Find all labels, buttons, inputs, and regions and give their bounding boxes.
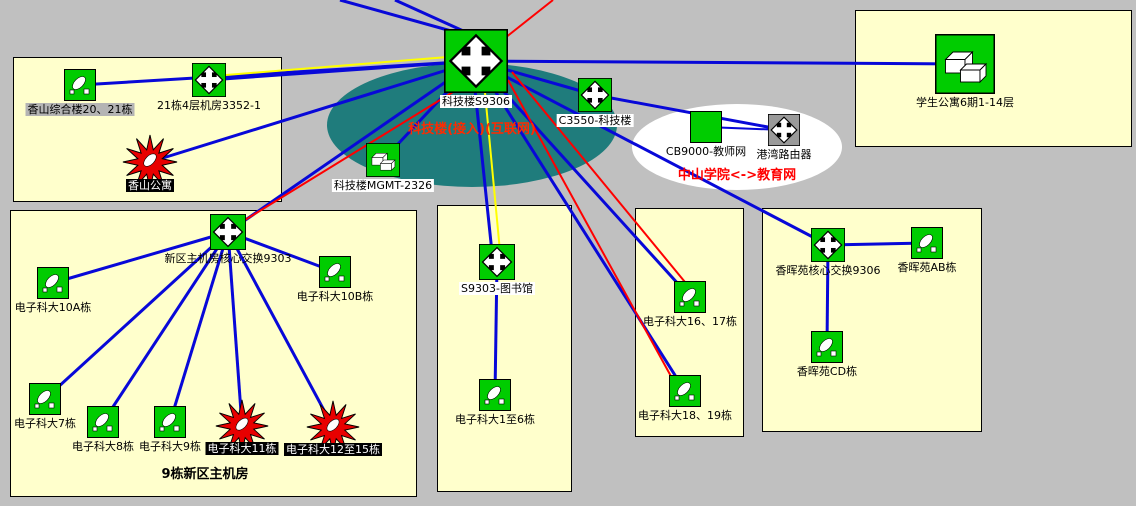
network-link-blue (475, 59, 966, 66)
network-link-blue (208, 59, 477, 82)
network-link-blue (394, 0, 471, 36)
xianghui-core-9306-label: 香晖苑核心交换9306 (775, 264, 881, 277)
uestc-9[interactable] (154, 406, 186, 438)
antenna-icon (87, 406, 119, 438)
tech-building-mgmt-2326[interactable] (366, 143, 400, 177)
c3550-tech-building[interactable] (578, 78, 612, 112)
antenna-icon (154, 406, 186, 438)
network-link-red (504, 0, 554, 39)
network-link-blue (227, 59, 477, 234)
harbour-router[interactable] (768, 114, 800, 146)
network-link-blue (226, 231, 244, 427)
student-apartment-6-1-14[interactable] (935, 34, 995, 94)
network-link-blue (475, 59, 829, 247)
network-link-red (511, 71, 695, 294)
network-link-red (507, 79, 679, 390)
uestc-8-label: 电子科大8栋 (72, 440, 134, 453)
network-link-blue (101, 231, 230, 423)
antenna-icon (669, 375, 701, 407)
bldg21-4f-room-3352-1[interactable] (192, 63, 226, 97)
xianghui-ab[interactable] (911, 227, 943, 259)
network-link-blue (149, 59, 477, 164)
uestc-10b-label: 电子科大10B栋 (296, 290, 374, 303)
router-icon (210, 214, 246, 250)
antenna-icon (29, 383, 61, 415)
network-link-blue (52, 230, 229, 285)
antenna-icon (64, 69, 96, 101)
internet-cloud-caption: 科技楼(接入)(互联网) (408, 122, 536, 137)
network-link-blue (474, 60, 687, 392)
cb9000-teacher-net-label: CB9000-教师网 (665, 145, 747, 158)
uestc-10a-label: 电子科大10A栋 (14, 301, 92, 314)
uestc-9-label: 电子科大9栋 (139, 440, 201, 453)
network-link-blue (43, 230, 230, 401)
uestc-1-6-label: 电子科大1至6栋 (455, 413, 535, 426)
uestc-7[interactable] (29, 383, 61, 415)
router-icon (479, 244, 515, 280)
tech-building-s9306[interactable] (444, 29, 508, 93)
uestc-7-label: 电子科大7栋 (14, 417, 76, 430)
network-link-blue (825, 244, 830, 348)
new-campus-core-9303-label: 新区主机房核心交换9303 (164, 252, 292, 265)
router-icon (768, 114, 800, 146)
bldg21-4f-room-3352-1-label: 21栋4层机房3352-1 (157, 99, 261, 112)
s9303-library[interactable] (479, 244, 515, 280)
antenna-icon (674, 281, 706, 313)
uestc-16-17[interactable] (674, 281, 706, 313)
uestc-8[interactable] (87, 406, 119, 438)
uestc-11-label: 电子科大11栋 (205, 442, 279, 455)
router-icon (444, 29, 508, 93)
server-icon (366, 143, 400, 177)
network-link-blue (168, 231, 230, 423)
s9303-library-label: S9303-图书馆 (459, 282, 535, 295)
router-icon (192, 63, 226, 97)
uestc-18-19[interactable] (669, 375, 701, 407)
machine-room-caption: 9栋新区主机房 (161, 467, 249, 482)
antenna-icon (911, 227, 943, 259)
xiangshan-complex-20-21[interactable] (64, 69, 96, 101)
uestc-16-17-label: 电子科大16、17栋 (643, 315, 737, 328)
tech-building-mgmt-2326-label: 科技楼MGMT-2326 (331, 179, 435, 192)
edu-net-caption: 中山学院<->教育网 (677, 168, 797, 183)
xiangshan-apartment-label: 香山公寓 (126, 179, 174, 192)
antenna-icon (319, 256, 351, 288)
network-link-blue (226, 231, 335, 428)
switch-icon (690, 111, 722, 143)
c3550-tech-building-label: C3550-科技楼 (556, 114, 634, 127)
network-link-blue (470, 60, 495, 263)
server-icon (935, 34, 995, 94)
student-apartment-6-1-14-label: 学生公寓6期1-14层 (916, 96, 1014, 109)
router-icon (578, 78, 612, 112)
network-link-blue (339, 0, 463, 36)
router-icon (811, 228, 845, 262)
xianghui-core-9306[interactable] (811, 228, 845, 262)
network-link-yellow (481, 60, 502, 263)
xiangshan-complex-20-21-label: 香山综合楼20、21栋 (25, 103, 135, 116)
xianghui-ab-label: 香晖苑AB栋 (897, 261, 957, 274)
antenna-icon (811, 331, 843, 363)
antenna-icon (479, 379, 511, 411)
uestc-12-15-label: 电子科大12至15栋 (284, 443, 382, 456)
uestc-10a[interactable] (37, 267, 69, 299)
tech-building-s9306-label: 科技楼S9306 (440, 95, 512, 108)
network-link-blue (594, 93, 785, 132)
xianghui-cd[interactable] (811, 331, 843, 363)
uestc-1-6[interactable] (479, 379, 511, 411)
cb9000-teacher-net[interactable] (690, 111, 722, 143)
harbour-router-label: 港湾路由器 (756, 148, 812, 161)
xianghui-cd-label: 香晖苑CD栋 (796, 365, 858, 378)
uestc-18-19-label: 电子科大18、19栋 (638, 409, 732, 422)
antenna-icon (37, 267, 69, 299)
uestc-10b[interactable] (319, 256, 351, 288)
network-link-yellow (225, 56, 449, 76)
edu-net-cloud (632, 104, 842, 190)
new-campus-core-9303[interactable] (210, 214, 246, 250)
